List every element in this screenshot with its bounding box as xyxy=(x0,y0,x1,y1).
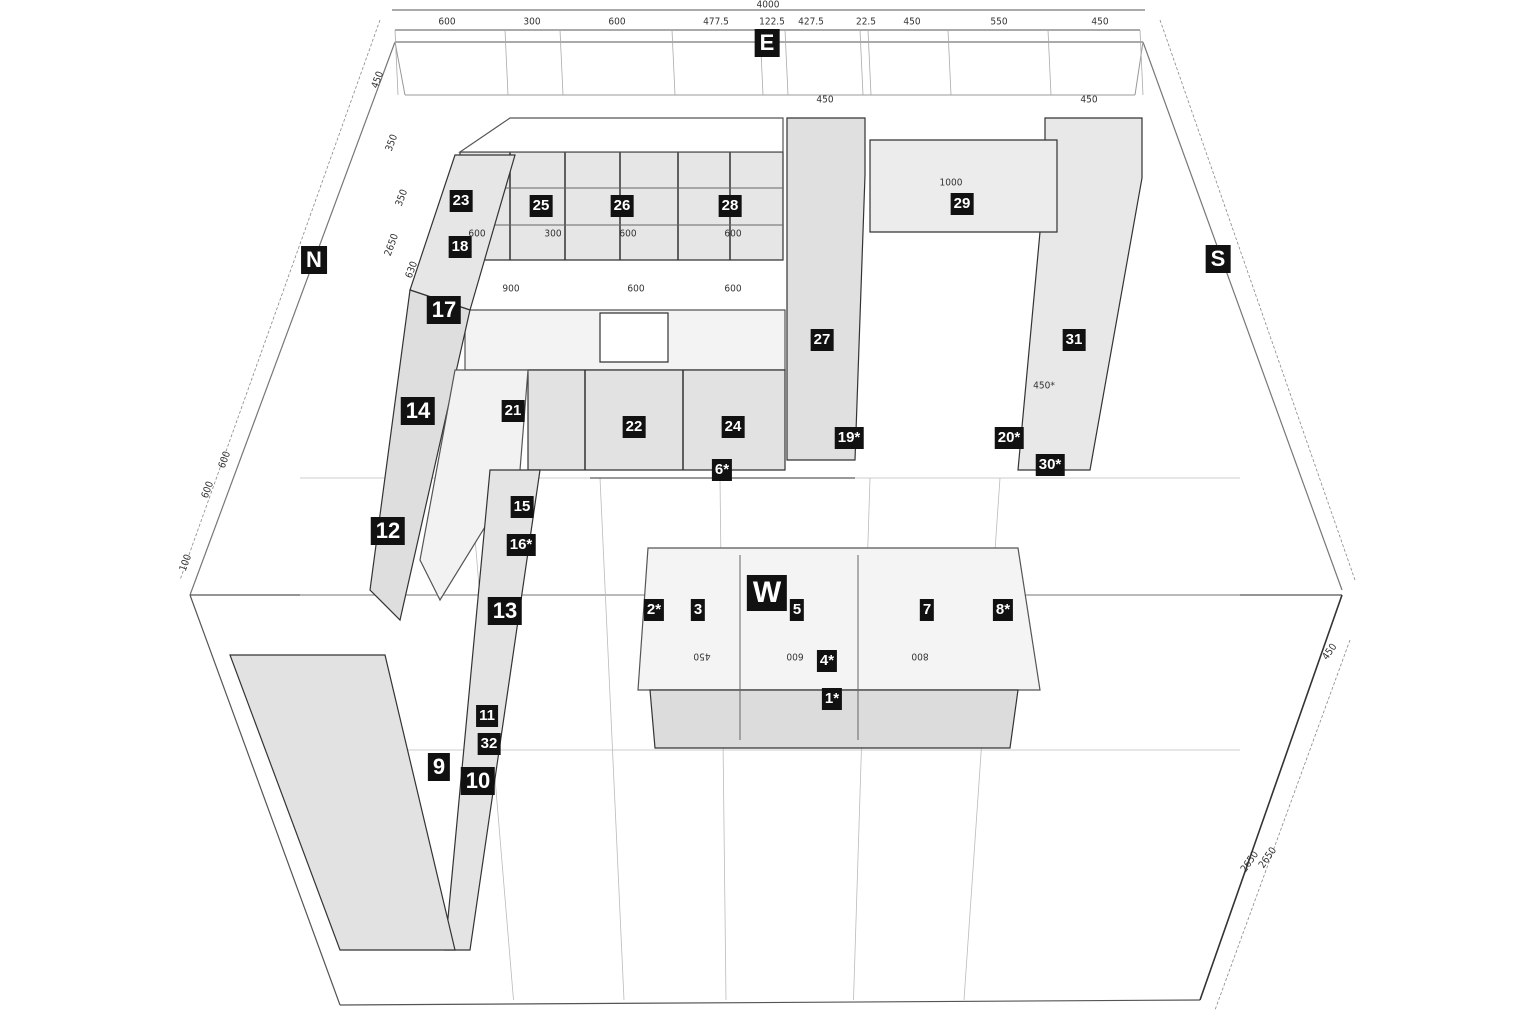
module-label-16-star: 16* xyxy=(506,534,536,556)
dimension-label: 600 xyxy=(724,228,742,240)
worktop-left xyxy=(419,369,529,602)
wall-label-south: S xyxy=(1205,245,1231,273)
module-label-19-star: 19* xyxy=(834,427,864,449)
tall-fridge-9 xyxy=(229,654,456,951)
module-label-31: 31 xyxy=(1062,329,1086,351)
dimension-label: 450* xyxy=(1033,380,1055,392)
dimension-shelf-width: 1000 xyxy=(939,177,963,189)
back-wall-grid xyxy=(671,29,676,96)
open-shelf-29 xyxy=(869,139,1058,233)
dimension-label: 600 xyxy=(724,283,742,295)
module-label-26: 26 xyxy=(610,195,634,217)
back-wall-grid xyxy=(859,29,864,96)
corner xyxy=(394,41,406,96)
dim-line-left xyxy=(179,19,381,581)
cabinet-top xyxy=(458,117,784,153)
north-floor-edge xyxy=(189,594,341,1006)
module-label-7: 7 xyxy=(919,599,935,621)
dimension-label: 22.5 xyxy=(855,16,877,28)
dimension-label: 900 xyxy=(502,283,520,295)
floor-grid xyxy=(599,477,625,1001)
module-label-2-star: 2* xyxy=(643,599,665,621)
north-wall-top-edge xyxy=(189,41,396,596)
dimension-label: 600 xyxy=(619,228,637,240)
dimension-label: 550 xyxy=(990,16,1008,28)
dimension-total-width: 4000 xyxy=(756,0,780,11)
module-label-1-star: 1* xyxy=(821,688,843,710)
dimension-label: 122.5 xyxy=(759,16,785,28)
sink xyxy=(599,312,669,363)
south-wall-top-edge xyxy=(1142,41,1343,591)
back-wall-grid xyxy=(1047,29,1052,96)
front-floor-edge xyxy=(339,999,1201,1006)
module-label-15: 15 xyxy=(510,496,534,518)
dimension-label: 450 xyxy=(903,16,921,28)
dim-line-right xyxy=(1159,19,1356,581)
module-label-24: 24 xyxy=(721,416,745,438)
dimension-label: 300 xyxy=(523,16,541,28)
dimension-label: 600 xyxy=(468,228,486,240)
module-label-4-star: 4* xyxy=(816,650,838,672)
module-label-9: 9 xyxy=(427,753,451,781)
module-label-12: 12 xyxy=(370,517,406,545)
back-wall-grid xyxy=(784,29,789,96)
back-wall-grid xyxy=(559,29,564,96)
island-base xyxy=(649,689,1019,749)
module-label-14: 14 xyxy=(400,397,436,425)
dimension-label: 477.5 xyxy=(703,16,729,28)
module-label-23: 23 xyxy=(449,190,473,212)
tall-cabinet-27 xyxy=(786,117,866,461)
dimension-label: 600 xyxy=(438,16,456,28)
module-label-11: 11 xyxy=(476,705,498,727)
dimension-label: 450 xyxy=(693,650,711,662)
module-label-27: 27 xyxy=(810,329,834,351)
module-label-5: 5 xyxy=(789,599,805,621)
module-label-28: 28 xyxy=(718,195,742,217)
module-label-20-star: 20* xyxy=(994,427,1024,449)
module-label-29: 29 xyxy=(950,193,974,215)
module-label-21: 21 xyxy=(501,400,525,422)
island-top xyxy=(637,547,1041,691)
dimension-label: 600 xyxy=(786,650,804,662)
module-label-8-star: 8* xyxy=(992,599,1014,621)
dimension-label: 450 xyxy=(1080,94,1098,106)
dimension-label: 600 xyxy=(608,16,626,28)
back-wall-grid xyxy=(1139,29,1144,96)
module-label-30-star: 30* xyxy=(1035,454,1065,476)
module-label-25: 25 xyxy=(529,195,553,217)
module-label-22: 22 xyxy=(622,416,646,438)
dimension-label: 450 xyxy=(816,94,834,106)
back-wall-grid xyxy=(394,29,399,96)
back-wall-grid xyxy=(947,29,952,96)
dimension-label: 300 xyxy=(544,228,562,240)
wall-label-west: W xyxy=(746,575,788,611)
dimension-label: 800 xyxy=(911,650,929,662)
module-label-17: 17 xyxy=(426,296,462,324)
module-label-18: 18 xyxy=(448,236,472,258)
back-wall-grid xyxy=(867,29,872,96)
dim-line-right-front xyxy=(1214,639,1351,1011)
base-cabinets-back xyxy=(527,369,786,471)
wall-label-east: E xyxy=(754,29,780,57)
module-label-32: 32 xyxy=(477,733,501,755)
module-label-13: 13 xyxy=(487,597,523,625)
back-wall-grid xyxy=(504,29,509,96)
dimension-label: 427.5 xyxy=(798,16,824,28)
dimension-label: 450 xyxy=(1091,16,1109,28)
module-label-6-star: 6* xyxy=(711,459,733,481)
dimension-label: 600 xyxy=(627,283,645,295)
corner xyxy=(1134,41,1144,96)
wall-label-north: N xyxy=(301,246,327,274)
south-floor-edge xyxy=(1199,594,1343,1001)
module-label-3: 3 xyxy=(690,599,706,621)
module-label-10: 10 xyxy=(460,767,496,795)
